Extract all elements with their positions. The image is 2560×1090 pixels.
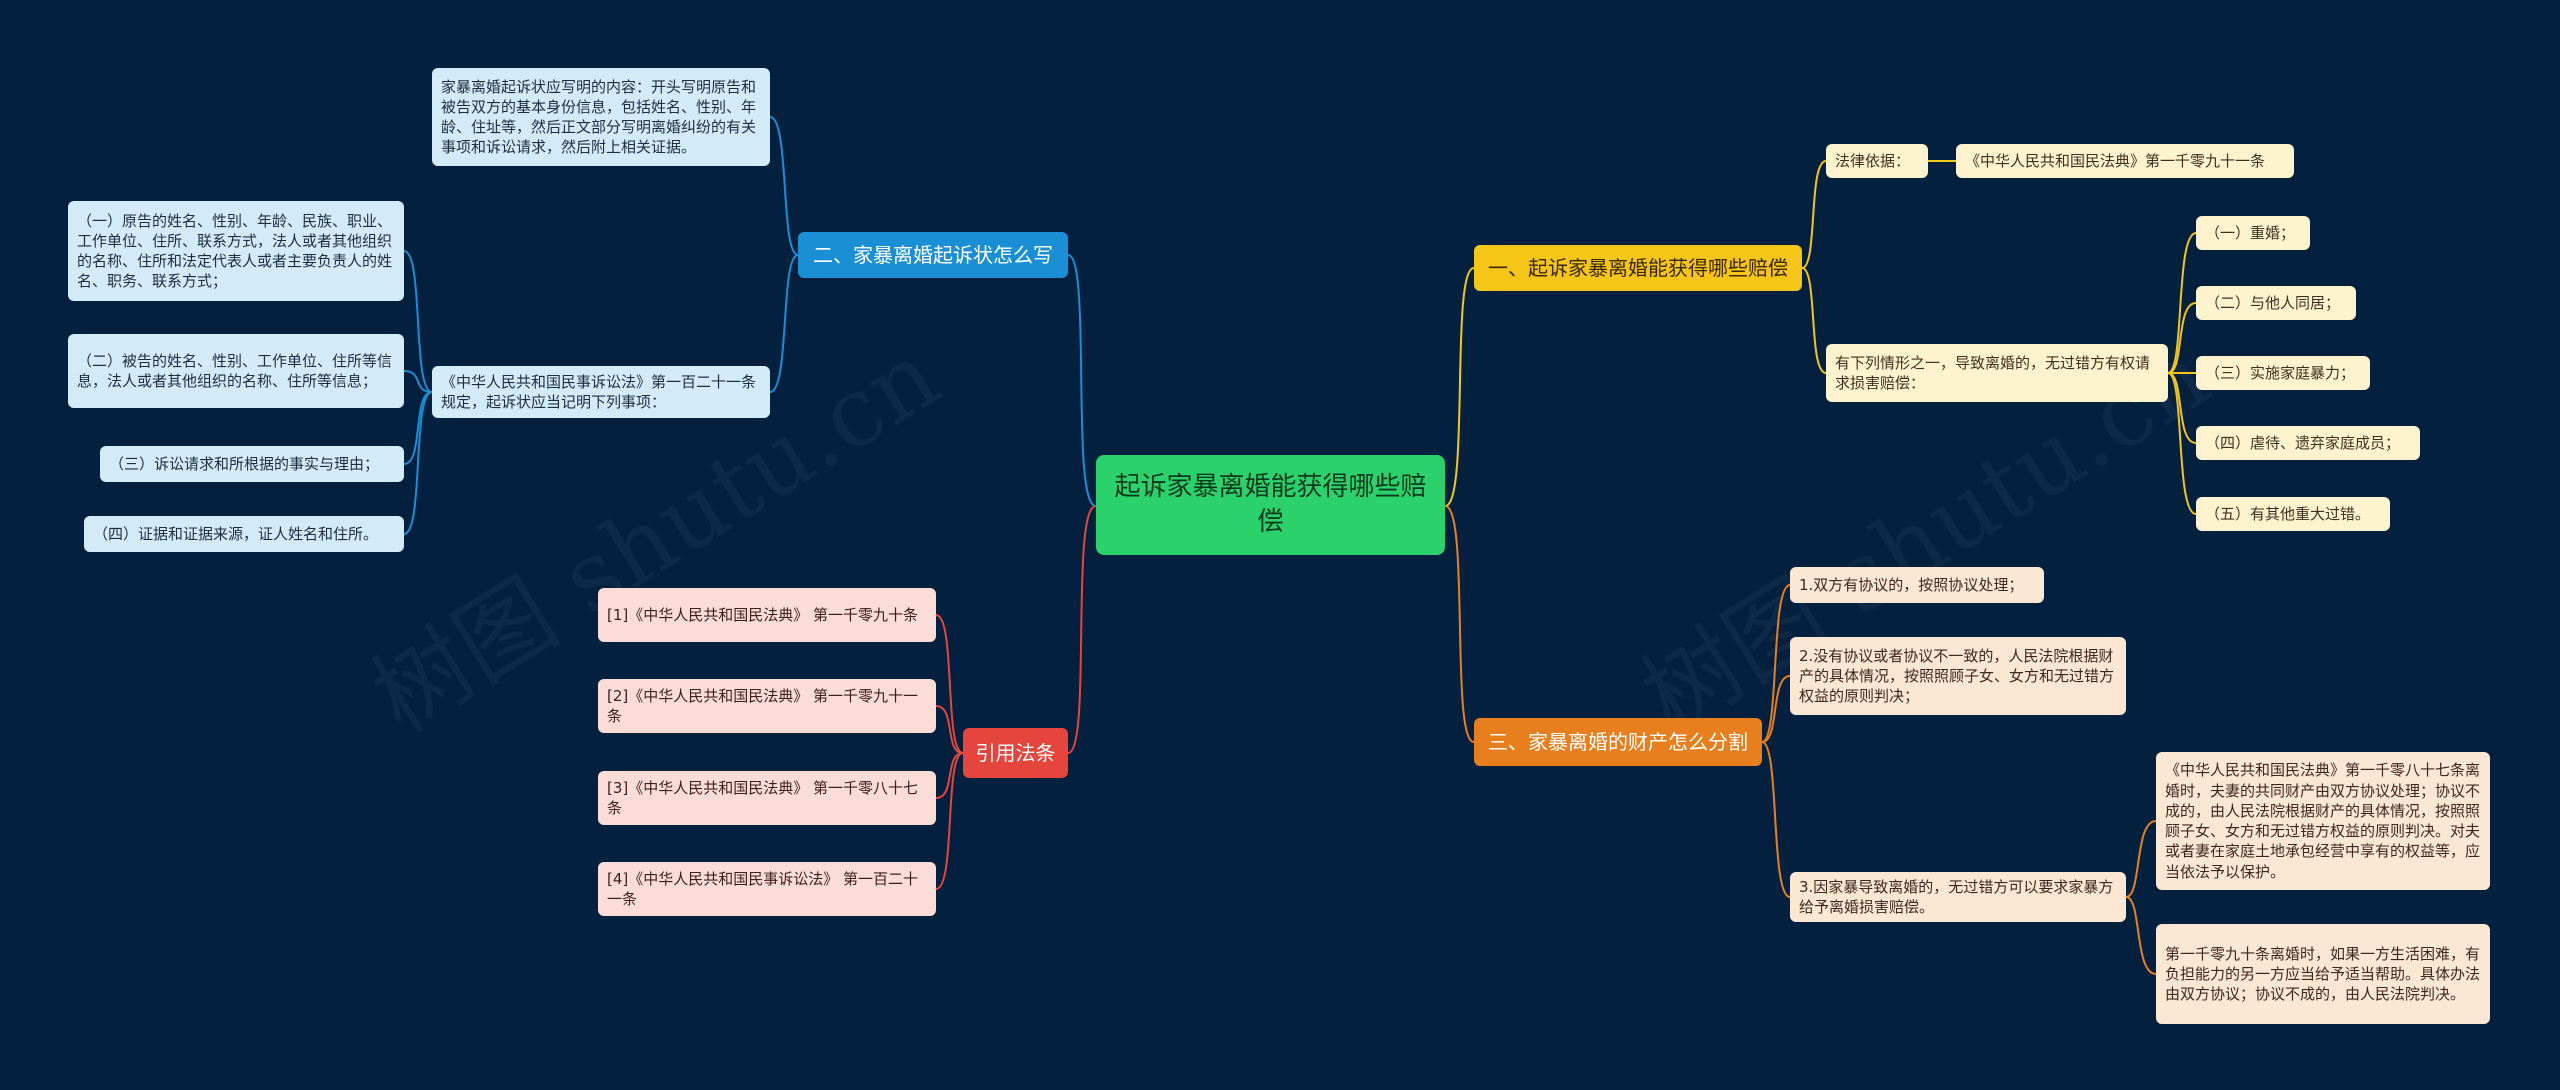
civil-code-article-1090[interactable]: 第一千零九十条离婚时，如果一方生活困难，有负担能力的另一方应当给予适当帮助。具体…: [2156, 924, 2490, 1024]
property-item[interactable]: 2.没有协议或者协议不一致的，人民法院根据财产的具体情况，按照照顾子女、女方和无…: [1790, 637, 2126, 715]
link-b2-content: [769, 116, 799, 256]
legal-basis-label[interactable]: 法律依据：: [1826, 144, 1928, 178]
civil-procedure-law[interactable]: 《中华人民共和国民事诉讼法》第一百二十一条规定，起诉状应当记明下列事项：: [432, 366, 770, 418]
link-b4-i3: [935, 752, 964, 799]
link-cond-i1: [2167, 232, 2197, 374]
root-topic-label: 起诉家暴离婚能获得哪些赔偿: [1114, 471, 1427, 537]
link-i3-s1: [2125, 820, 2157, 898]
complaint-item[interactable]: （一）原告的姓名、性别、年龄、民族、职业、工作单位、住所、联系方式，法人或者其他…: [68, 201, 404, 301]
leaf-text: （二）与他人同居；: [2205, 293, 2341, 312]
branch-label: 二、家暴离婚起诉状怎么写: [813, 242, 1053, 267]
leaf-text: [2]《中华人民共和国民法典》 第一千零九十一条: [607, 686, 919, 725]
link-law-i4: [403, 391, 433, 535]
leaf-text: 法律依据：: [1835, 151, 1911, 170]
condition-item[interactable]: （四）虐待、遗弃家庭成员；: [2196, 426, 2420, 460]
condition-item[interactable]: （五）有其他重大过错。: [2196, 497, 2390, 531]
branch-compensation[interactable]: 一、起诉家暴离婚能获得哪些赔偿: [1474, 245, 1802, 291]
compensation-condition[interactable]: 有下列情形之一，导致离婚的，无过错方有权请求损害赔偿：: [1826, 344, 2168, 402]
link-cond-i5: [2167, 372, 2197, 515]
link-b3-i2: [1761, 675, 1791, 743]
leaf-text: [4]《中华人民共和国民事诉讼法》 第一百二十一条: [607, 869, 919, 908]
link-b4-i1: [935, 614, 964, 754]
link-i3-s2: [2125, 896, 2157, 975]
citation-item[interactable]: [4]《中华人民共和国民事诉讼法》 第一百二十一条: [598, 862, 936, 916]
branch-label: 一、起诉家暴离婚能获得哪些赔偿: [1488, 255, 1788, 280]
property-item[interactable]: 1.双方有协议的，按照协议处理；: [1790, 567, 2044, 603]
link-cond-i2: [2167, 302, 2197, 374]
citation-item[interactable]: [3]《中华人民共和国民法典》 第一千零八十七条: [598, 771, 936, 825]
leaf-text: （四）证据和证据来源，证人姓名和住所。: [93, 524, 379, 543]
branch-property-division[interactable]: 三、家暴离婚的财产怎么分割: [1474, 718, 1762, 766]
citation-item[interactable]: [2]《中华人民共和国民法典》 第一千零九十一条: [598, 679, 936, 733]
leaf-text: 《中华人民共和国民法典》第一千零九十一条: [1965, 151, 2266, 170]
leaf-text: （一）重婚；: [2205, 223, 2296, 242]
leaf-text: [1]《中华人民共和国民法典》 第一千零九十条: [607, 605, 919, 624]
branch-citations[interactable]: 引用法条: [963, 728, 1068, 778]
leaf-text: 1.双方有协议的，按照协议处理；: [1799, 575, 2024, 594]
leaf-text: 3.因家暴导致离婚的，无过错方可以要求家暴方给予离婚损害赔偿。: [1799, 877, 2114, 916]
leaf-text: （三）诉讼请求和所根据的事实与理由；: [109, 454, 380, 473]
complaint-item[interactable]: （四）证据和证据来源，证人姓名和住所。: [84, 516, 404, 552]
leaf-text: 2.没有协议或者协议不一致的，人民法院根据财产的具体情况，按照照顾子女、女方和无…: [1799, 646, 2115, 706]
leaf-text: 有下列情形之一，导致离婚的，无过错方有权请求损害赔偿：: [1835, 353, 2151, 392]
condition-item[interactable]: （一）重婚；: [2196, 216, 2310, 250]
link-b3-i3: [1761, 741, 1791, 898]
link-b1-basis: [1801, 160, 1827, 269]
link-law-i3: [403, 391, 433, 465]
citation-item[interactable]: [1]《中华人民共和国民法典》 第一千零九十条: [598, 588, 936, 642]
link-law-i2: [403, 370, 433, 393]
leaf-text: 第一千零九十条离婚时，如果一方生活困难，有负担能力的另一方应当给予适当帮助。具体…: [2165, 944, 2481, 1004]
civil-code-article-1087[interactable]: 《中华人民共和国民法典》第一千零八十七条离婚时，夫妻的共同财产由双方协议处理；协…: [2156, 752, 2490, 890]
link-b4-i4: [935, 752, 964, 890]
property-item[interactable]: 3.因家暴导致离婚的，无过错方可以要求家暴方给予离婚损害赔偿。: [1790, 872, 2126, 922]
link-root-b3: [1444, 505, 1475, 743]
complaint-content[interactable]: 家暴离婚起诉状应写明的内容：开头写明原告和被告双方的基本身份信息，包括姓名、性别…: [432, 68, 770, 166]
link-root-b1: [1444, 267, 1475, 507]
leaf-text: （三）实施家庭暴力；: [2205, 363, 2356, 382]
link-root-b4: [1067, 505, 1097, 754]
leaf-text: （二）被告的姓名、性别、工作单位、住所等信息，法人或者其他组织的名称、住所等信息…: [77, 351, 393, 390]
link-root-b2: [1067, 254, 1097, 507]
root-topic[interactable]: 起诉家暴离婚能获得哪些赔偿: [1096, 455, 1445, 555]
branch-label: 三、家暴离婚的财产怎么分割: [1488, 729, 1748, 754]
branch-label: 引用法条: [975, 740, 1056, 765]
condition-item[interactable]: （二）与他人同居；: [2196, 286, 2356, 320]
leaf-text: （四）虐待、遗弃家庭成员；: [2205, 433, 2401, 452]
leaf-text: （一）原告的姓名、性别、年龄、民族、职业、工作单位、住所、联系方式，法人或者其他…: [77, 211, 393, 291]
leaf-text: 《中华人民共和国民法典》第一千零八十七条离婚时，夫妻的共同财产由双方协议处理；协…: [2165, 761, 2481, 881]
link-b4-i2: [935, 705, 964, 754]
condition-item[interactable]: （三）实施家庭暴力；: [2196, 356, 2370, 390]
leaf-text: （五）有其他重大过错。: [2205, 504, 2371, 523]
link-b1-cond: [1801, 267, 1827, 374]
leaf-text: 家暴离婚起诉状应写明的内容：开头写明原告和被告双方的基本身份信息，包括姓名、性别…: [441, 77, 757, 157]
complaint-item[interactable]: （三）诉讼请求和所根据的事实与理由；: [100, 446, 404, 482]
leaf-text: 《中华人民共和国民事诉讼法》第一百二十一条规定，起诉状应当记明下列事项：: [441, 372, 757, 411]
link-cond-i4: [2167, 372, 2197, 444]
leaf-text: [3]《中华人民共和国民法典》 第一千零八十七条: [607, 778, 919, 817]
complaint-item[interactable]: （二）被告的姓名、性别、工作单位、住所等信息，法人或者其他组织的名称、住所等信息…: [68, 334, 404, 408]
link-b2-law: [769, 254, 799, 393]
link-law-i1: [403, 250, 433, 393]
branch-complaint-writing[interactable]: 二、家暴离婚起诉状怎么写: [798, 232, 1068, 278]
legal-basis-value[interactable]: 《中华人民共和国民法典》第一千零九十一条: [1956, 144, 2294, 178]
link-b3-i1: [1761, 584, 1791, 743]
